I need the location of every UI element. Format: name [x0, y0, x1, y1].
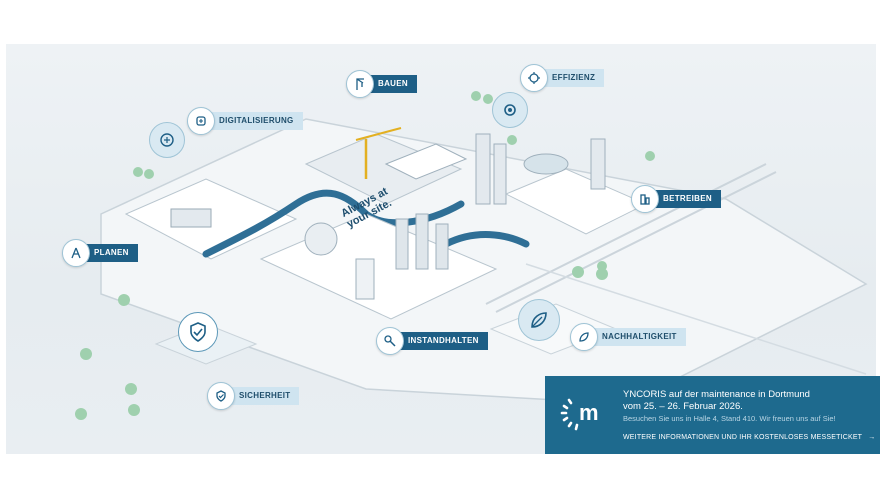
banner-title-line-2: vom 25. – 26. Februar 2026.: [623, 401, 743, 412]
silo: [590, 138, 606, 190]
label-nachhaltigkeit[interactable]: NACHHALTIGKEIT: [570, 323, 686, 351]
arrow-right-icon: →: [868, 434, 876, 441]
crane-arm: [355, 127, 402, 141]
efficiency-badge[interactable]: [492, 92, 528, 128]
event-banner[interactable]: m YNCORIS auf der maintenance in Dortmun…: [545, 376, 880, 454]
building: [384, 143, 468, 180]
label-instandhalten-text: INSTANDHALTEN: [392, 332, 488, 350]
banner-subtitle: Besuchen Sie uns in Halle 4, Stand 410. …: [623, 414, 836, 423]
column: [435, 223, 449, 270]
banner-cta-link[interactable]: WEITERE INFORMATIONEN UND IHR KOSTENLOSE…: [623, 434, 875, 441]
label-betreiben-text: BETREIBEN: [647, 190, 721, 208]
label-instandhalten[interactable]: INSTANDHALTEN: [376, 327, 488, 355]
digitalization-badge[interactable]: [149, 122, 185, 158]
shield-check-icon: [190, 322, 206, 342]
structure: [355, 258, 375, 300]
battery-icon: [631, 185, 659, 213]
maintenance-logo: m: [557, 390, 603, 436]
label-digitalisierung-text: DIGITALISIERUNG: [203, 112, 303, 130]
column: [395, 218, 409, 270]
sustainability-icon: [570, 323, 598, 351]
label-effizienz[interactable]: EFFIZIENZ: [520, 64, 605, 92]
rail-track: [525, 263, 867, 375]
label-planen-text: PLANEN: [78, 244, 138, 262]
brain-circuit-icon: [187, 107, 215, 135]
construction-area: [304, 133, 463, 205]
shield-check-icon: [207, 382, 235, 410]
crane-icon: [346, 70, 374, 98]
label-nachhaltigkeit-text: NACHHALTIGKEIT: [586, 328, 686, 346]
tower: [493, 143, 507, 205]
desk: [170, 208, 212, 228]
label-digitalisierung[interactable]: DIGITALISIERUNG: [187, 107, 303, 135]
gear-cycle-icon: [520, 64, 548, 92]
gear-cycle-icon: [504, 104, 516, 116]
wrench-gear-icon: [376, 327, 404, 355]
compass-icon: [62, 239, 90, 267]
logo-letter: m: [579, 400, 599, 425]
brain-circuit-icon: [160, 133, 174, 147]
label-betreiben[interactable]: BETREIBEN: [631, 185, 721, 213]
column: [415, 213, 429, 270]
tower: [475, 133, 491, 205]
banner-title: YNCORIS auf der maintenance in Dortmund …: [623, 389, 810, 413]
label-sicherheit[interactable]: SICHERHEIT: [207, 382, 300, 410]
label-bauen-text: BAUEN: [362, 75, 417, 93]
security-badge[interactable]: [178, 312, 218, 352]
rail-track: [485, 163, 767, 305]
banner-title-line-1: YNCORIS auf der maintenance in Dortmund: [623, 389, 810, 400]
trees: [75, 91, 655, 420]
road: [202, 189, 465, 258]
label-sicherheit-text: SICHERHEIT: [223, 387, 300, 405]
label-effizienz-text: EFFIZIENZ: [536, 69, 605, 87]
basin: [523, 153, 569, 175]
tank: [304, 222, 338, 256]
leaf-icon: [531, 312, 547, 328]
rail-track: [495, 171, 777, 313]
sustainability-badge[interactable]: [518, 299, 560, 341]
label-planen[interactable]: PLANEN: [62, 239, 138, 267]
banner-cta-text: WEITERE INFORMATIONEN UND IHR KOSTENLOSE…: [623, 434, 863, 441]
label-bauen[interactable]: BAUEN: [346, 70, 417, 98]
